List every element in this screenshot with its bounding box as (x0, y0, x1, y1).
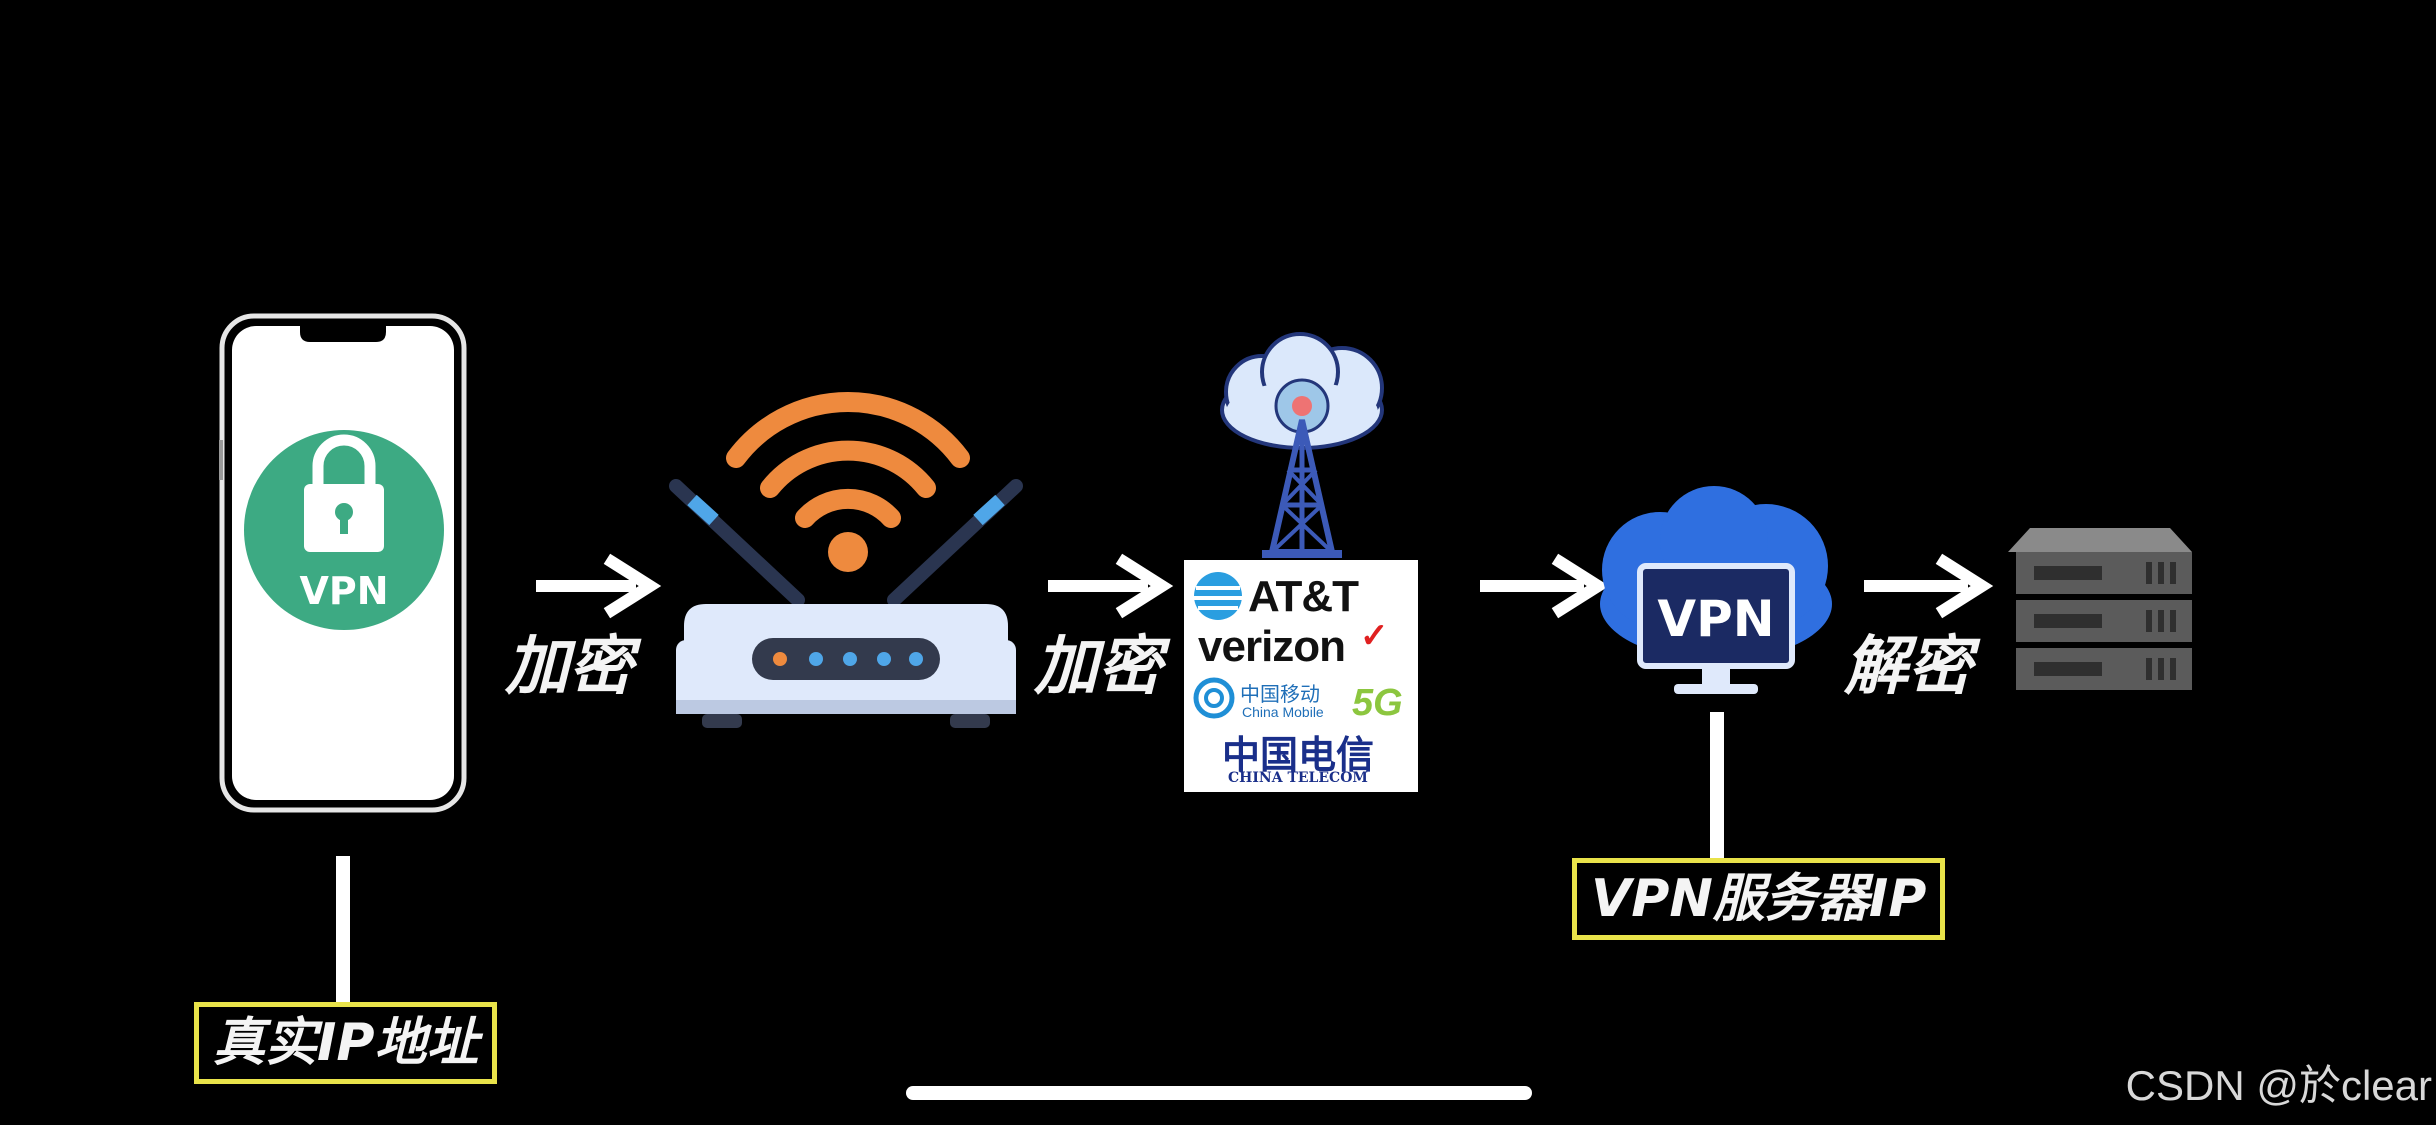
verizon-logo-text: verizon (1198, 622, 1346, 671)
cloud-icon (1220, 332, 1384, 450)
monitor-icon (1637, 563, 1795, 694)
phone-connector-line (336, 856, 350, 1002)
att-logo-text: AT&T (1248, 572, 1359, 621)
china-telecom-cn-text: 中国电信 (1222, 732, 1375, 777)
cell-tower-icon (1262, 419, 1342, 558)
arrow-right-icon (1864, 553, 1994, 619)
arrow-right-icon (1048, 553, 1174, 619)
vpn-server-text: VPN (1657, 590, 1774, 648)
real-ip-label: 真实IP地址 (194, 1002, 498, 1084)
arrow-right-icon (1480, 553, 1610, 619)
five-g-logo-text: 5G (1352, 682, 1403, 724)
server-rack-icon (2008, 528, 2192, 690)
wifi-icon (726, 392, 970, 572)
phone-vpn-text: VPN (299, 569, 388, 613)
watermark-text: CSDN @於clear (2125, 1062, 2432, 1109)
arrow-right-icon (536, 553, 662, 619)
arrow4-label: 解密 (1843, 630, 1981, 704)
china-mobile-en-text: China Mobile (1242, 704, 1324, 720)
home-indicator[interactable] (906, 1086, 1532, 1100)
verizon-check-icon: ✓ (1360, 617, 1389, 655)
vpn-server-ip-label: VPN服务器IP (1572, 858, 1946, 940)
arrow1-label: 加密 (504, 630, 642, 704)
arrow2-label: 加密 (1033, 630, 1171, 704)
att-globe-icon (1193, 572, 1242, 719)
china-telecom-en-text: CHINA TELECOM (1228, 770, 1368, 786)
router-icon (669, 479, 1023, 728)
carrier-logos-panel: AT&T verizon ✓ 中国移动 China Mobile 5G 中国电信… (1184, 560, 1418, 792)
vpn-connector-line (1710, 712, 1724, 860)
china-mobile-cn-text: 中国移动 (1240, 684, 1320, 706)
lock-icon (244, 430, 444, 630)
